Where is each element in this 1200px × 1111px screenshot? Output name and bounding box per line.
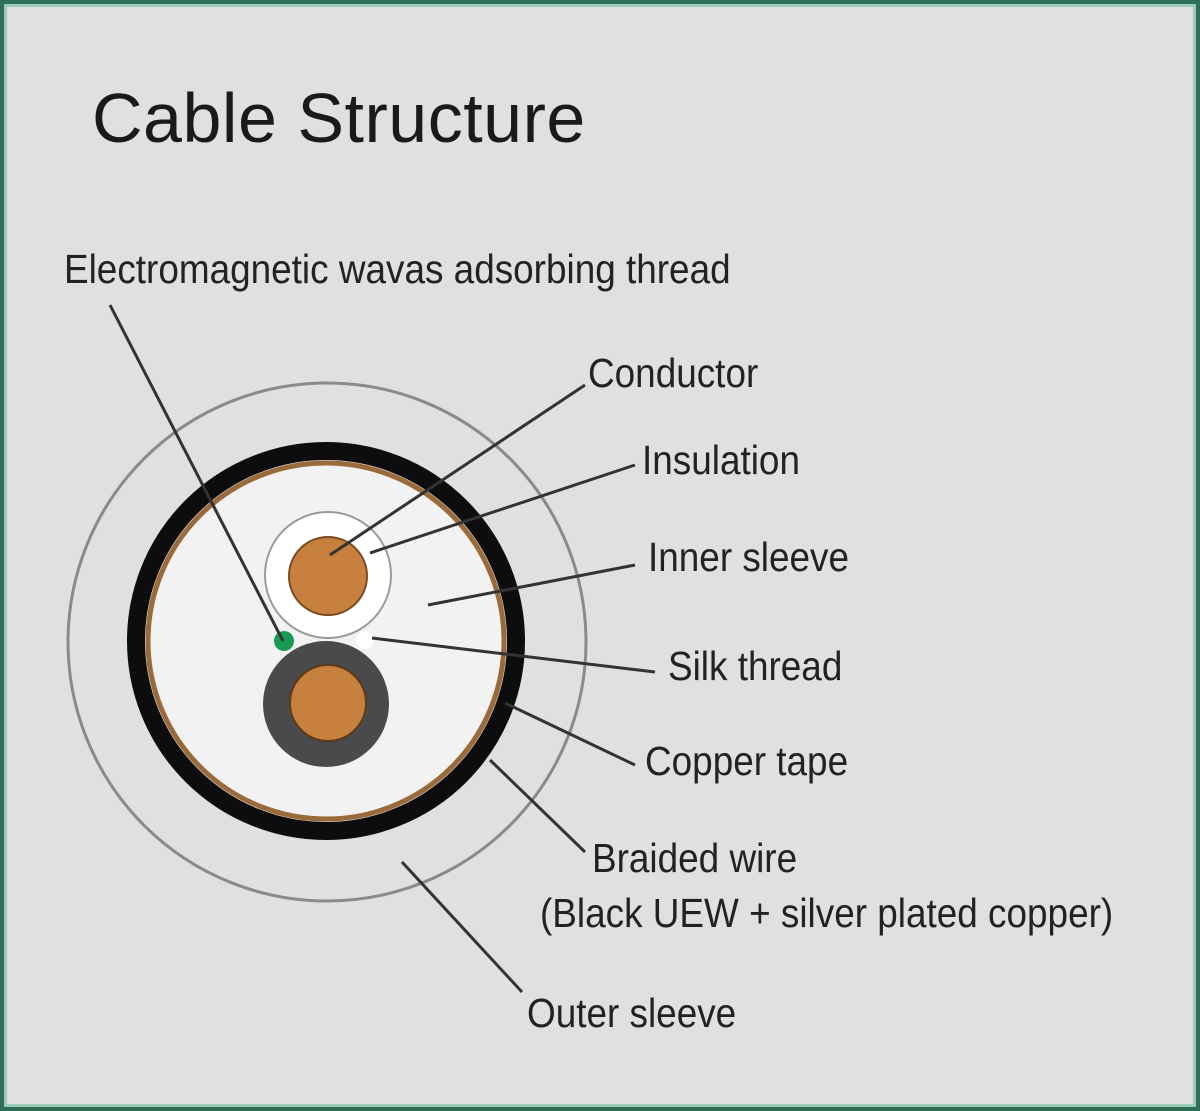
label-braided-wire: Braided wire — [592, 835, 798, 881]
leader-copper-tape — [504, 701, 636, 767]
label-copper-tape: Copper tape — [645, 738, 849, 784]
label-silk-thread: Silk thread — [668, 643, 843, 689]
leader-conductor — [329, 383, 586, 557]
outer-sleeve-outline — [66, 381, 588, 903]
label-outer-sleeve: Outer sleeve — [527, 990, 737, 1036]
em-absorbing-thread — [274, 631, 294, 651]
copper-tape-ring — [145, 460, 507, 822]
label-em-thread: Electromagnetic wavas adsorbing thread — [64, 246, 731, 292]
leader-insulation — [369, 463, 636, 555]
leader-outer-sleeve — [400, 860, 524, 994]
label-insulation: Insulation — [642, 437, 800, 483]
leader-lines — [108, 304, 656, 994]
conductor-bottom — [289, 664, 367, 742]
label-braided-wire-note: (Black UEW + silver plated copper) — [540, 890, 1114, 936]
leader-inner-sleeve — [427, 563, 636, 607]
leader-silk-thread — [371, 636, 656, 674]
diagram-title: Cable Structure — [92, 79, 586, 157]
silk-thread — [356, 631, 374, 649]
leader-braided-wire — [488, 758, 587, 854]
label-inner-sleeve: Inner sleeve — [648, 534, 850, 580]
leader-em-thread — [108, 304, 285, 642]
label-conductor: Conductor — [588, 350, 759, 396]
conductor-top — [288, 536, 368, 616]
